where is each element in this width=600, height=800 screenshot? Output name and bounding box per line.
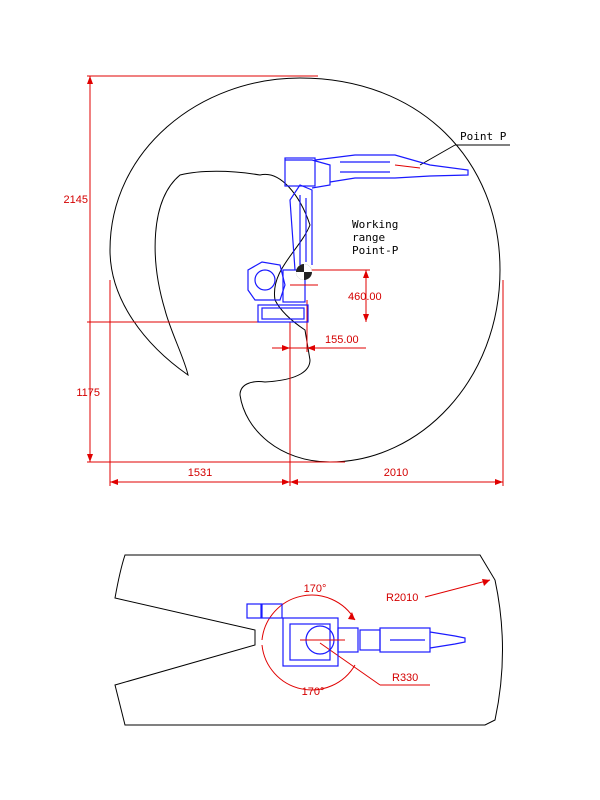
working-envelope-outline	[109, 77, 501, 463]
dimension-offset-horizontal: 155.00	[272, 300, 366, 352]
working-range-line2: range	[352, 231, 385, 244]
reach-radius-label: R2010	[386, 592, 418, 604]
dimension-widths: 1531 2010	[109, 280, 504, 486]
robot-top-view	[246, 603, 466, 667]
dimension-offset-vertical: 460.00	[305, 269, 382, 322]
reach-radius-callout: R2010	[386, 579, 491, 604]
top-view: R2010 170° 170° R330	[114, 554, 503, 726]
dimension-width-right-label: 2010	[384, 467, 408, 479]
base-radius-callout: R330	[319, 642, 430, 686]
dimension-height-bottom: 1175	[76, 322, 345, 463]
dimension-offset-vertical-label: 460.00	[348, 291, 382, 303]
dimension-offset-horizontal-label: 155.00	[325, 334, 359, 346]
point-p-callout: Point P	[419, 130, 510, 166]
top-view-envelope-outline	[114, 554, 503, 726]
dimension-height-top-label: 2145	[64, 194, 88, 206]
angle-top-label: 170°	[304, 583, 327, 595]
side-view: 2145 1175 1531 2010	[64, 75, 510, 486]
point-p-label: Point P	[460, 130, 507, 143]
dimension-width-left-label: 1531	[188, 467, 212, 479]
angle-bottom-label: 170°	[302, 686, 325, 698]
dimension-height-bottom-label: 1175	[76, 387, 100, 399]
dimension-height-top: 2145	[64, 75, 318, 322]
working-range-line3: Point-P	[352, 244, 399, 257]
working-range-text: Working range Point-P	[352, 218, 399, 257]
working-range-line1: Working	[352, 218, 398, 231]
robot-side-view	[247, 154, 469, 323]
base-radius-label: R330	[392, 672, 418, 684]
